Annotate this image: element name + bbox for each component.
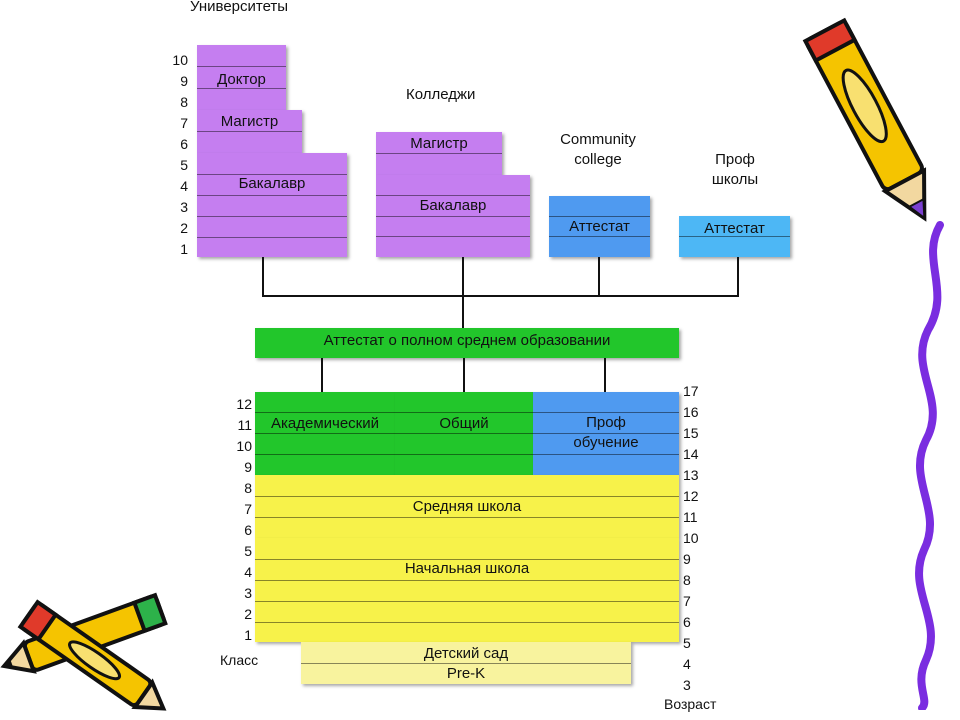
- middle-school-label: Средняя школа: [412, 498, 522, 515]
- high-school-diploma-block: Аттестат о полном среднем образовании: [255, 328, 679, 358]
- college-master-block: Магистр: [376, 132, 502, 175]
- high-school-diploma-label: Аттестат о полном среднем образовании: [323, 332, 611, 349]
- connector-line: [462, 257, 464, 328]
- kindergarten-block: Детский сад Pre-K: [301, 642, 631, 684]
- year-number: 3: [180, 199, 188, 215]
- elementary-school-block: Начальная школа: [255, 538, 679, 642]
- grade-axis-label: Класс: [220, 652, 259, 668]
- college-master-label: Магистр: [410, 135, 468, 152]
- academic-track-label: Академический: [270, 415, 379, 432]
- community-certificate-block: Аттестат: [549, 196, 650, 257]
- grade-number: 1: [244, 627, 252, 643]
- heading-prof-schools: Проф школы: [711, 151, 759, 188]
- grade-number: 12: [236, 396, 252, 412]
- crossed-pencils-icon: [0, 592, 168, 711]
- doctor-label: Доктор: [217, 71, 266, 88]
- grade-number: 5: [244, 543, 252, 559]
- kindergarten-label: Детский сад: [423, 645, 509, 662]
- connector-line: [598, 257, 600, 297]
- age-number: 14: [683, 446, 699, 462]
- connector-line: [262, 295, 739, 297]
- elementary-school-label: Начальная школа: [404, 560, 530, 577]
- college-bachelor-label: Бакалавр: [419, 197, 487, 214]
- connector-line: [262, 257, 264, 297]
- age-number: 5: [683, 635, 691, 651]
- age-number: 17: [683, 383, 699, 399]
- prof-certificate-label: Аттестат: [704, 220, 765, 237]
- age-number: 4: [683, 656, 691, 672]
- university-bachelor-block: Бакалавр: [197, 153, 347, 257]
- year-number: 6: [180, 136, 188, 152]
- year-number: 9: [180, 73, 188, 89]
- connector-line: [463, 358, 465, 392]
- year-number: 5: [180, 157, 188, 173]
- heading-community-college: Community college: [560, 131, 636, 168]
- year-number: 1: [180, 241, 188, 257]
- pencil-icon: [802, 17, 927, 222]
- pre-k-label: Pre-K: [446, 665, 486, 682]
- doctor-block: Доктор: [197, 45, 286, 110]
- grade-number: 4: [244, 564, 252, 580]
- age-axis-label: Возраст: [664, 696, 717, 712]
- grade-number: 9: [244, 459, 252, 475]
- age-number: 9: [683, 551, 691, 567]
- age-number: 13: [683, 467, 699, 483]
- year-number: 7: [180, 115, 188, 131]
- connector-line: [604, 358, 606, 392]
- grade-number: 11: [237, 417, 252, 433]
- wavy-line-icon: [915, 221, 944, 710]
- grade-number: 3: [244, 585, 252, 601]
- connector-line: [737, 257, 739, 297]
- academic-track-block: Академический: [255, 392, 395, 475]
- age-number: 11: [683, 509, 698, 525]
- prof-certificate-block: Аттестат: [679, 216, 790, 257]
- age-number: 15: [683, 425, 699, 441]
- age-number: 8: [683, 572, 691, 588]
- year-number: 10: [172, 52, 188, 68]
- college-bachelor-block: Бакалавр: [376, 175, 530, 257]
- age-number: 7: [683, 593, 691, 609]
- age-number: 16: [683, 404, 699, 420]
- vocational-track-block: Проф обучение: [533, 392, 679, 475]
- university-master-block: Магистр: [197, 110, 302, 153]
- community-certificate-label: Аттестат: [569, 218, 630, 235]
- year-number: 2: [180, 220, 188, 236]
- middle-school-block: Средняя школа: [255, 475, 679, 538]
- year-number: 8: [180, 94, 188, 110]
- age-number: 6: [683, 614, 691, 630]
- heading-universities: Университеты: [190, 0, 289, 15]
- year-number: 4: [180, 178, 188, 194]
- grade-number: 2: [244, 606, 252, 622]
- age-number: 3: [683, 677, 691, 693]
- vocational-track-label: Проф обучение: [573, 414, 639, 451]
- age-number: 10: [683, 530, 699, 546]
- university-bachelor-label: Бакалавр: [238, 175, 306, 192]
- connector-line: [321, 358, 323, 392]
- grade-number: 7: [244, 501, 252, 517]
- general-track-block: Общий: [395, 392, 533, 475]
- university-master-label: Магистр: [220, 113, 279, 130]
- grade-number: 10: [236, 438, 252, 454]
- general-track-label: Общий: [439, 415, 489, 432]
- heading-colleges: Колледжи: [406, 86, 476, 103]
- grade-number: 6: [244, 522, 252, 538]
- grade-number: 8: [244, 480, 252, 496]
- age-number: 12: [683, 488, 699, 504]
